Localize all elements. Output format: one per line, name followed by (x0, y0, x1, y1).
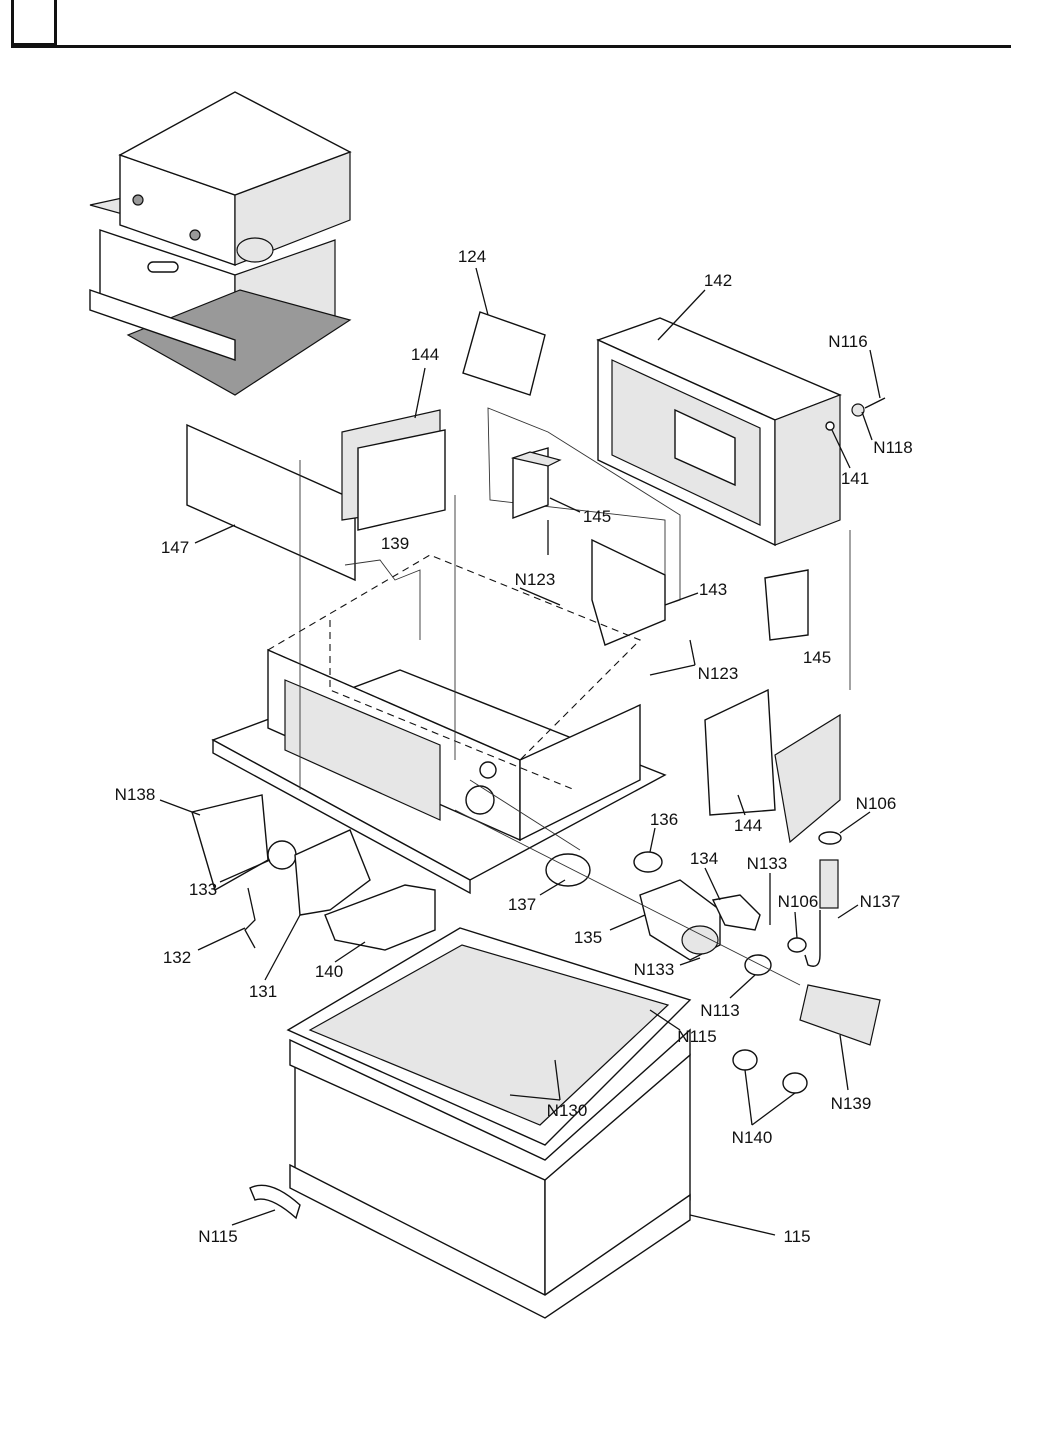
label-135: 135 (574, 928, 602, 947)
part-133-bushing (268, 841, 296, 869)
part-115-tank (288, 928, 690, 1318)
part-144-right (705, 690, 840, 842)
part-145-box-left (513, 448, 560, 555)
part-144-left (342, 410, 445, 530)
label-141: 141 (841, 469, 869, 488)
label-142: 142 (704, 271, 732, 290)
part-142-frame (598, 318, 840, 545)
label-144-right: 144 (734, 816, 762, 835)
label-N133-upper: N133 (747, 854, 788, 873)
label-131: 131 (249, 982, 277, 1001)
part-124-tray (463, 312, 545, 395)
label-136: 136 (650, 810, 678, 829)
label-144-left: 144 (411, 345, 439, 364)
label-N116: N116 (828, 332, 867, 351)
part-N140-clamp-b (783, 1073, 807, 1093)
label-145-right: 145 (803, 648, 831, 667)
label-140: 140 (315, 962, 343, 981)
label-N133-lower: N133 (634, 960, 675, 979)
assembled-unit-illustration (90, 92, 350, 395)
label-147: 147 (161, 538, 189, 557)
part-N138-bracket (192, 795, 268, 890)
label-115: 115 (783, 1227, 810, 1246)
label-143: 143 (699, 580, 727, 599)
part-N113-clamp (745, 955, 771, 975)
label-N137: N137 (860, 892, 901, 911)
label-N123-lower: N123 (698, 664, 739, 683)
label-N118: N118 (873, 438, 912, 457)
part-N115-handle-lower (250, 1185, 300, 1218)
part-143-duct (592, 540, 665, 645)
label-N115-upper: N115 (677, 1027, 716, 1046)
part-N140-clamp-a (733, 1050, 757, 1070)
label-132: 132 (163, 948, 191, 967)
label-N106-upper: N106 (856, 794, 897, 813)
label-145-left: 145 (583, 507, 611, 526)
part-132-clip (245, 888, 255, 948)
label-N123-upper: N123 (515, 570, 556, 589)
label-N106-lower: N106 (778, 892, 819, 911)
label-139: 139 (381, 534, 409, 553)
label-133: 133 (189, 880, 217, 899)
label-N113: N113 (700, 1001, 739, 1020)
label-N115-lower: N115 (198, 1227, 237, 1246)
part-137-flange (546, 854, 590, 886)
label-N140: N140 (732, 1128, 773, 1147)
part-135-housing (640, 880, 720, 960)
label-N139: N139 (831, 1094, 872, 1113)
part-136-gasket (634, 852, 662, 872)
label-N138: N138 (115, 785, 156, 804)
part-145-box-right (765, 570, 808, 640)
label-124: 124 (458, 247, 486, 266)
label-134: 134 (690, 849, 718, 868)
part-147-panel (187, 425, 355, 580)
label-N130: N130 (547, 1101, 588, 1120)
label-137: 137 (508, 895, 536, 914)
